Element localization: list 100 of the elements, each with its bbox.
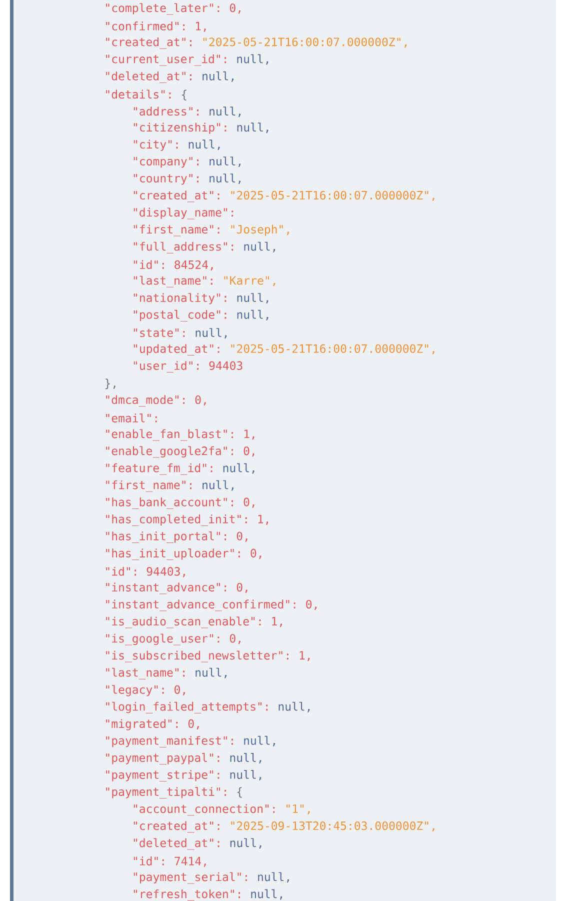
- json-key: "created_at":: [134, 821, 220, 833]
- json-key: "deleted_at":: [106, 71, 192, 83]
- json-key: "deleted_at":: [134, 838, 220, 850]
- json-key: "has_init_portal":: [106, 531, 226, 543]
- json-value: "1",: [286, 804, 310, 815]
- json-value: 7414,: [174, 856, 206, 867]
- json-key: "first_name":: [134, 224, 220, 236]
- json-value: null,: [278, 702, 310, 712]
- json-key: "company":: [134, 157, 198, 168]
- json-value: null,: [202, 480, 234, 491]
- json-key: "last_name":: [134, 276, 212, 288]
- json-value: 94403: [209, 361, 242, 370]
- json-value: 84524,: [174, 260, 213, 270]
- json-value: 0,: [244, 446, 254, 457]
- json-value: null,: [210, 174, 240, 184]
- json-key: "enable_fan_blast":: [106, 429, 233, 441]
- json-key: "updated_at":: [134, 344, 220, 356]
- json-value: 0,: [195, 395, 206, 406]
- json-value: 1,: [258, 514, 268, 525]
- json-key: "display_name":: [134, 208, 234, 220]
- json-key: "created_at":: [106, 37, 192, 49]
- json-key: "has_init_uploader":: [106, 548, 240, 560]
- json-key: "first_name":: [106, 480, 192, 492]
- json-key: "complete_later":: [106, 3, 220, 15]
- json-value: "Joseph",: [231, 224, 289, 236]
- json-key: "enable_google2fa":: [106, 446, 233, 458]
- json-value: null,: [244, 242, 276, 252]
- json-key: "last_name":: [106, 668, 184, 680]
- json-key: "payment_serial":: [134, 872, 247, 884]
- json-value: null,: [237, 122, 268, 134]
- json-key: "payment_manifest":: [106, 736, 233, 748]
- json-key: "login_failed_attempts":: [106, 702, 268, 714]
- json-value: null,: [210, 106, 240, 118]
- json-value: "2025-05-21T16:00:07.000000Z",: [203, 38, 406, 48]
- json-value: null,: [188, 140, 220, 150]
- json-value: null,: [230, 753, 262, 764]
- json-value: null,: [258, 872, 289, 883]
- json-value: null,: [196, 668, 226, 678]
- json-value: 0,: [250, 548, 262, 559]
- json-value: 0,: [230, 634, 240, 644]
- json-value: 0,: [188, 719, 199, 730]
- json-key: "refresh_token":: [134, 889, 240, 901]
- brace: },: [105, 378, 116, 390]
- json-value: 0,: [236, 582, 248, 594]
- json-key: "is_google_user":: [106, 634, 220, 646]
- json-key: "email":: [106, 414, 157, 422]
- json-key: "id":: [134, 260, 164, 270]
- json-key: "payment_stripe":: [106, 770, 220, 782]
- json-value: 0,: [174, 685, 185, 696]
- json-value: null,: [196, 328, 227, 339]
- json-key: "has_bank_account":: [106, 497, 233, 509]
- json-key: "id":: [134, 856, 164, 866]
- json-key: "is_subscribed_newsletter":: [106, 650, 288, 662]
- json-key: "id":: [106, 566, 136, 576]
- json-key: "city":: [134, 140, 178, 151]
- json-key: "nationality":: [134, 293, 226, 304]
- json-key: "legacy":: [106, 684, 164, 696]
- json-key: "feature_fm_id":: [106, 463, 212, 475]
- json-value: 0,: [230, 4, 240, 14]
- json-value: "Karre",: [224, 276, 276, 286]
- json-value: 0,: [244, 498, 254, 508]
- json-key: "migrated":: [106, 719, 178, 730]
- json-key: "postal_code":: [134, 310, 226, 322]
- json-key: "country":: [134, 174, 198, 185]
- json-value: null,: [237, 54, 268, 65]
- json-value: null,: [210, 156, 240, 167]
- json-value: "2025-09-13T20:45:03.000000Z",: [231, 821, 434, 832]
- json-value: 94403,: [146, 567, 185, 578]
- json-key: "instant_advance":: [106, 582, 226, 594]
- json-key: "citizenship":: [134, 122, 226, 134]
- json-key: "full_address":: [134, 242, 234, 254]
- json-key: "address":: [134, 106, 198, 116]
- json-value: null,: [223, 463, 254, 474]
- json-value: null,: [230, 770, 262, 780]
- json-value: "2025-05-21T16:00:07.000000Z",: [231, 344, 434, 354]
- json-key: "payment_tipalti":: [106, 787, 226, 799]
- json-key: "payment_paypal":: [106, 753, 220, 765]
- json-value: 1,: [300, 651, 310, 662]
- json-value: null,: [251, 889, 282, 900]
- json-value: null,: [202, 71, 234, 82]
- json-key: "instant_advance_confirmed":: [106, 600, 296, 612]
- brace: {: [237, 787, 242, 798]
- json-key: "current_user_id":: [106, 54, 226, 66]
- json-key: "is_audio_scan_enable":: [106, 616, 261, 628]
- json-key: "user_id":: [134, 361, 198, 373]
- json-value: null,: [244, 736, 275, 746]
- json-value: 1,: [196, 22, 206, 32]
- json-key: "account_connection":: [134, 804, 275, 816]
- json-value: null,: [237, 310, 268, 320]
- json-key: "confirmed":: [106, 22, 184, 30]
- json-key: "details":: [106, 90, 171, 99]
- json-value: null,: [237, 293, 268, 304]
- json-key: "has_completed_init":: [106, 514, 247, 526]
- json-value: null,: [230, 838, 262, 849]
- json-value: 1,: [272, 617, 282, 628]
- json-value: "2025-05-21T16:00:07.000000Z",: [231, 190, 434, 202]
- json-key: "dmca_mode":: [106, 395, 184, 407]
- json-value: 0,: [236, 532, 248, 542]
- json-value: 1,: [244, 430, 254, 440]
- json-key: "created_at":: [134, 190, 220, 202]
